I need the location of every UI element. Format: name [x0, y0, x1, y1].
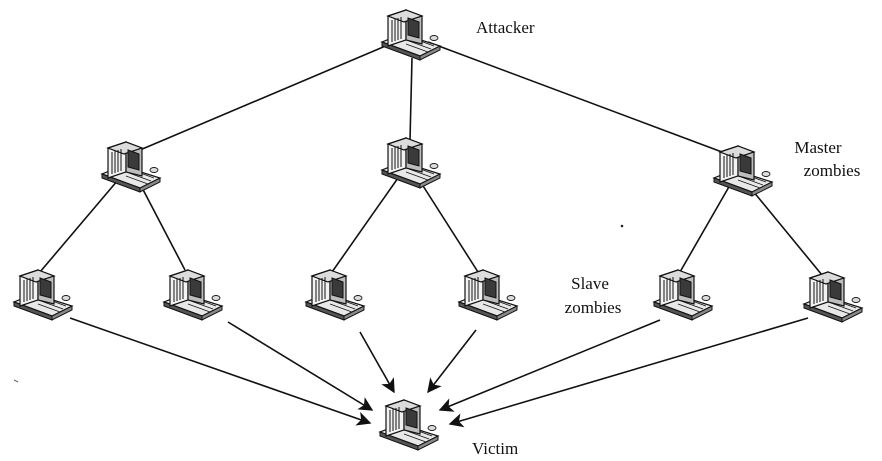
- computer-icon: [13, 269, 73, 321]
- computer-icon: [381, 9, 441, 61]
- link-master-center-slave-4: [417, 177, 479, 273]
- link-attacker-master-right: [427, 41, 731, 156]
- computer-icon: [381, 137, 441, 189]
- link-master-right-slave-6: [747, 184, 823, 276]
- link-master-right-slave-5: [679, 184, 731, 273]
- arrow-slave-2-victim: [227, 321, 374, 411]
- arrow-slave-4-victim: [427, 329, 477, 394]
- link-attacker-master-center: [409, 57, 413, 141]
- link-master-left-slave-2: [137, 179, 186, 271]
- computers: [13, 9, 863, 451]
- computer-icon: [305, 269, 365, 321]
- scan-speck: [620, 224, 624, 228]
- master-zombies-label-line2: zombies: [804, 161, 861, 180]
- computer-icon: [101, 141, 161, 193]
- computer-icon: [653, 269, 713, 321]
- scan-speck: [13, 379, 19, 383]
- computer-icon: [379, 399, 439, 451]
- links: [39, 41, 823, 276]
- arrow-slave-1-victim: [69, 317, 372, 426]
- slave-zombies-label-line2: zombies: [565, 298, 622, 317]
- attacker-label: Attacker: [476, 18, 535, 37]
- slave-zombies-label-line1: Slave: [571, 274, 609, 293]
- labels: Attacker Master zombies Slave zombies Vi…: [472, 18, 860, 458]
- link-attacker-master-left: [139, 41, 396, 151]
- arrow-slave-3-victim: [359, 331, 395, 394]
- computer-icon: [803, 271, 863, 323]
- computer-icon: [713, 145, 773, 197]
- computer-icon: [458, 269, 518, 321]
- master-zombies-label-line1: Master: [794, 138, 842, 157]
- arrow-slave-6-victim: [448, 317, 809, 428]
- link-master-center-slave-3: [331, 177, 399, 273]
- victim-label: Victim: [472, 439, 518, 458]
- computer-icon: [163, 269, 223, 321]
- attack-arrows: [69, 317, 809, 428]
- arrow-slave-5-victim: [438, 319, 661, 412]
- link-master-left-slave-1: [39, 179, 119, 273]
